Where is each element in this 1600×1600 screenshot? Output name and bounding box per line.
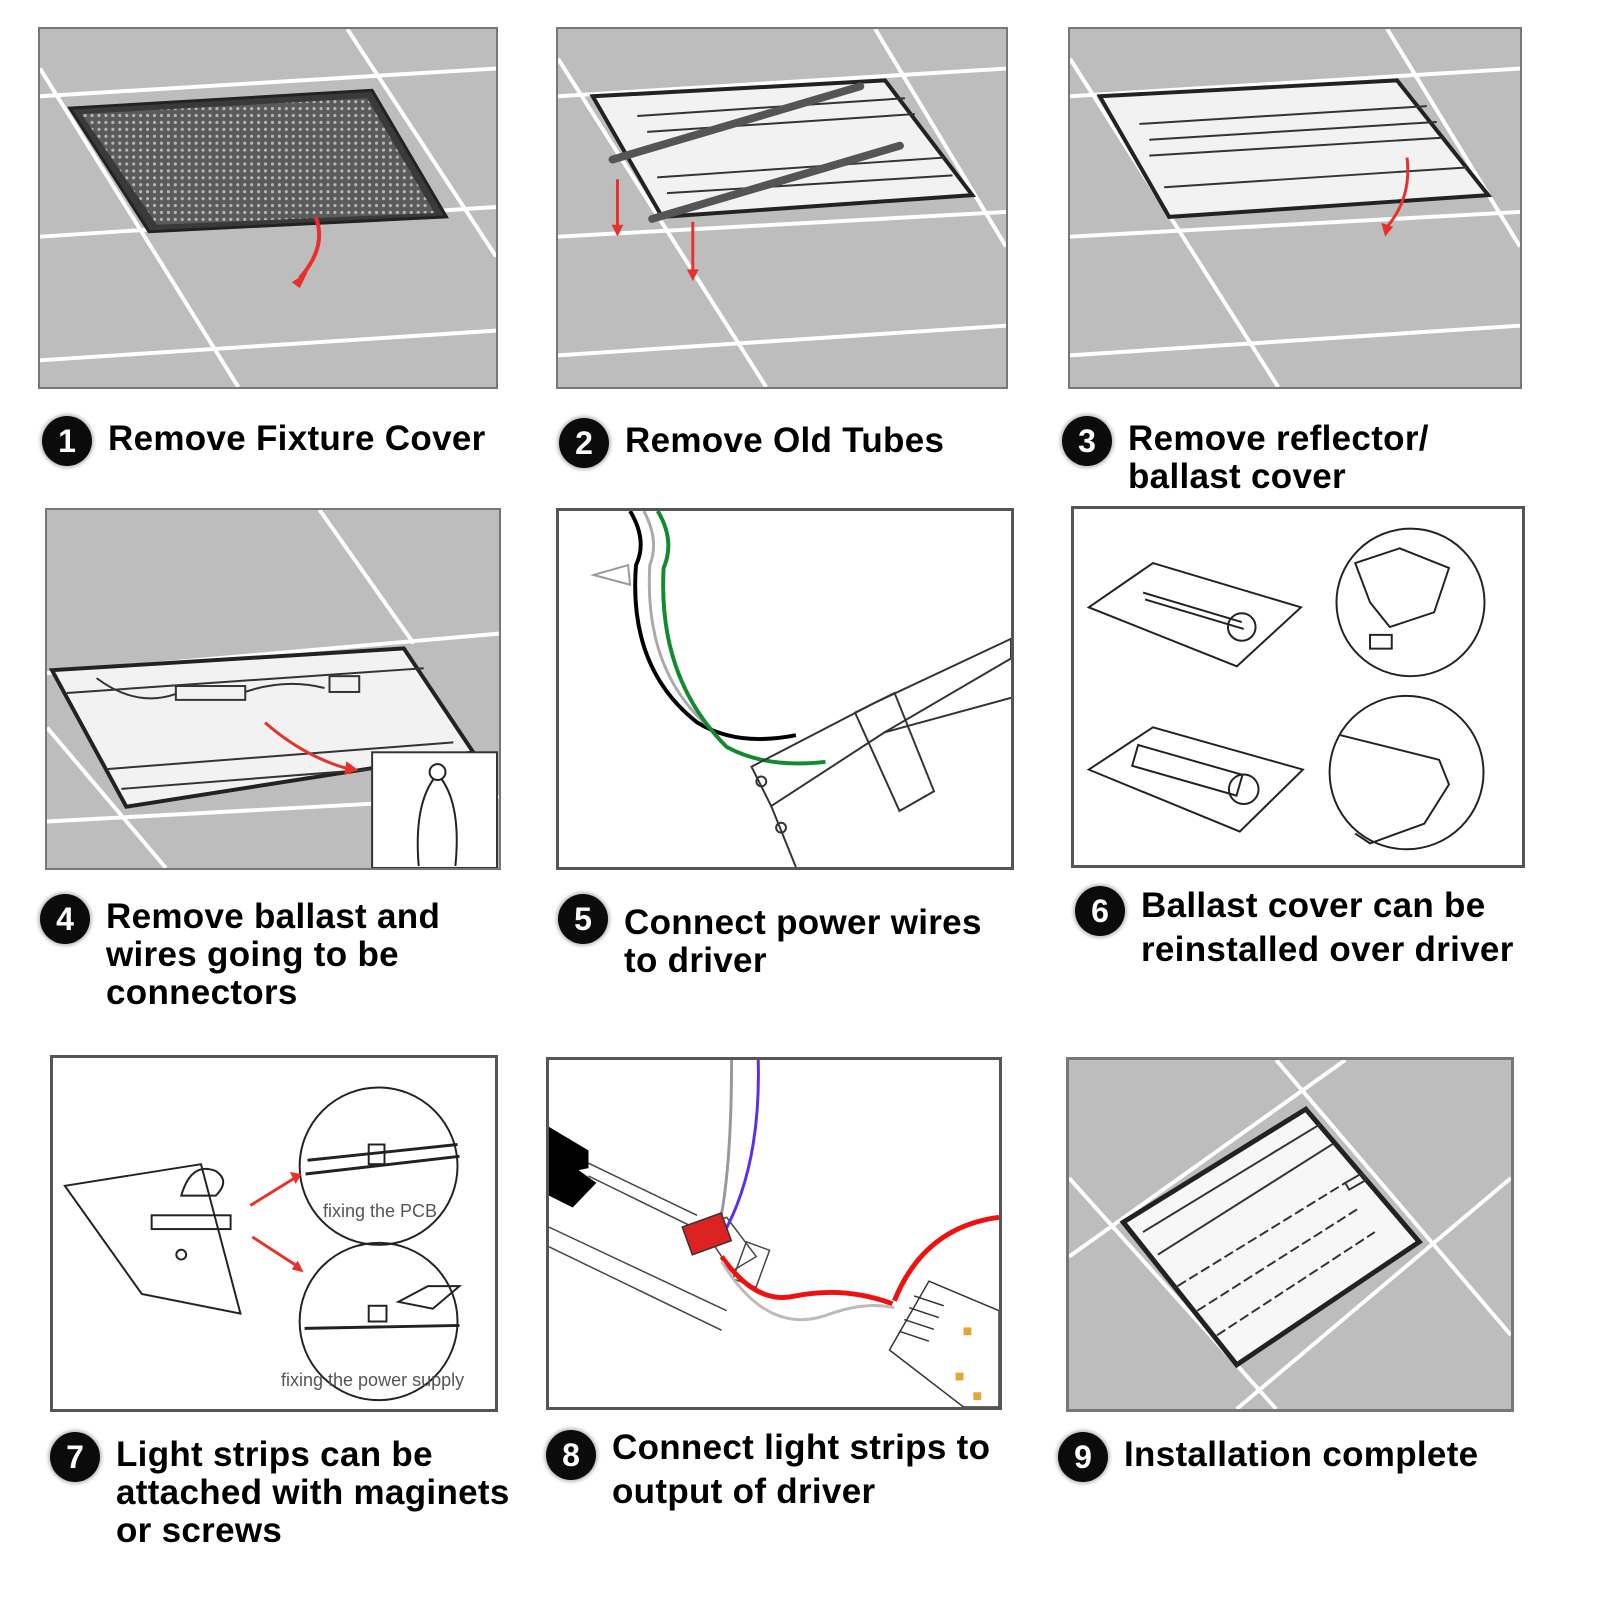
step-2-caption: 2 Remove Old Tubes [559,418,945,468]
led-strip-icon [888,1280,999,1407]
wire-connector [681,1212,733,1256]
led-driver-icon [549,1162,771,1331]
callout-fixing-pcb: fixing the PCB [323,1201,438,1221]
ceiling-grid [1069,1060,1511,1409]
arrow-icon [1386,157,1410,228]
white-wire [642,511,709,727]
step-7-caption: 7 Light strips can be attached with magi… [50,1432,510,1550]
installed-fixture [1119,1105,1423,1369]
step-number-badge: 9 [1058,1432,1108,1482]
step-7-illustration: fixing the PCB fixing the power supply [50,1055,498,1412]
ballast-icon [174,685,247,701]
red-wire [719,1255,894,1307]
ceiling-grid [1070,29,1520,387]
step-label: Remove Old Tubes [625,421,945,460]
step-1-caption: 1 Remove Fixture Cover [42,416,486,466]
detail-circle-top [1335,527,1486,678]
step-number-badge: 7 [50,1432,100,1482]
step-label: Connect light strips to output of driver [612,1428,991,1511]
step-label: Remove reflector/ ballast cover [1128,419,1429,496]
step-8-illustration [546,1057,1002,1410]
arrow-icon [264,721,350,771]
led-driver-icon [750,637,1011,867]
step-3-caption: 3 Remove reflector/ ballast cover [1062,416,1429,496]
step-label: Light strips can be attached with magine… [116,1435,510,1550]
step-5-caption: 5 Connect power wires to driver [558,894,982,980]
step-8-caption: 8 Connect light strips to output of driv… [546,1428,990,1514]
step-6-illustration [1071,506,1525,868]
step-1-illustration [38,27,498,389]
detail-circle-bottom [1328,694,1485,851]
ballast-tray-top [1086,562,1303,668]
step-5-illustration [556,508,1014,870]
step-number-badge: 8 [546,1430,596,1480]
step-number-badge: 2 [559,418,609,468]
step-label: Remove Fixture Cover [108,419,486,458]
green-wire [655,511,826,766]
step-number-badge: 6 [1075,886,1125,936]
detail-circle-pcb [298,1086,459,1246]
arrow-icon [298,216,322,280]
step-label: Installation complete [1124,1435,1479,1474]
step-number-badge: 5 [558,894,608,944]
step-4-illustration [45,508,501,870]
step-label: Remove ballast and wires going to be con… [106,897,441,1012]
step-label: Connect power wires to driver [624,903,982,980]
detail-circle-supply [298,1241,459,1402]
step-2-illustration [556,27,1008,389]
step-6-caption: 6 Ballast cover can be reinstalled over … [1075,886,1514,972]
step-number-badge: 1 [42,416,92,466]
troffer-housing [589,78,977,219]
arrow-icon [249,1176,299,1268]
step-4-caption: 4 Remove ballast and wires going to be c… [40,894,441,1012]
black-wire [628,511,797,741]
gray-wire [715,1060,734,1238]
step-9-illustration [1066,1057,1514,1412]
step-number-badge: 4 [40,894,90,944]
screwdriver-icon [179,1167,225,1197]
step-9-caption: 9 Installation complete [1058,1432,1479,1482]
panel-board [63,1163,242,1315]
step-number-badge: 3 [1062,416,1112,466]
blue-wire [720,1060,760,1238]
led-chips [955,1327,982,1401]
step-label: Ballast cover can be reinstalled over dr… [1141,886,1514,969]
ballast-tray-bottom [1086,726,1305,833]
wire-cutter-inset [371,751,499,868]
ceiling-grid [558,29,1006,387]
old-tubes [608,82,904,223]
driver-end-cap [549,1126,597,1208]
arrow-icon [615,179,695,272]
troffer-housing [1096,78,1493,219]
step-3-illustration [1068,27,1522,389]
wire-cutter-icon [416,763,458,867]
callout-fixing-power-supply: fixing the power supply [281,1370,465,1390]
